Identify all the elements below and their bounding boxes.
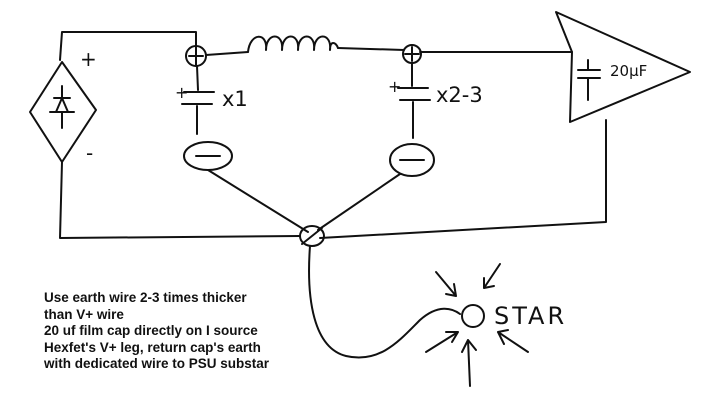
ground-return-wire [319,119,607,239]
star-label: STAR [494,302,567,330]
current-source-block [555,11,691,123]
note-line-5: with dedicated wire to PSU substar [44,356,270,372]
cap1-multiplier-label: x1 [222,87,248,111]
cap2-minus-terminal [389,143,435,177]
note-line-4: Hexfet's V+ leg, return cap's earth [44,339,261,355]
note-line-3: 20 uf film cap directly on I source [44,323,258,339]
bridge-plus-label: + [80,47,97,71]
star-return-wire [308,245,461,359]
choke-coil-icon [247,35,339,53]
bridge-minus-label: - [86,141,93,165]
capacitor-1 [181,45,309,233]
cap1-earth-wire [207,169,309,233]
note-line-2: than V+ wire [44,306,124,322]
negative-rail-wire [59,161,301,239]
film-cap-value-label: 20μF [610,62,647,80]
cap1-plus-label: + [175,83,188,102]
cap2-multiplier-label: x2-3 [436,83,483,107]
note-line-1: Use earth wire 2-3 times thicker [44,290,247,305]
wiring-notes: Use earth wire 2-3 times thicker than V+… [44,290,374,373]
choke-to-cap2-wire [337,47,405,51]
earth-node [299,225,325,247]
capacitor-2 [317,44,435,231]
positive-rail-wire [59,31,197,61]
rail-to-choke-wire [205,51,249,56]
cap2-earth-wire [317,173,401,231]
cap2-plus-label: + [388,77,401,96]
star-ground-icon [425,263,529,387]
